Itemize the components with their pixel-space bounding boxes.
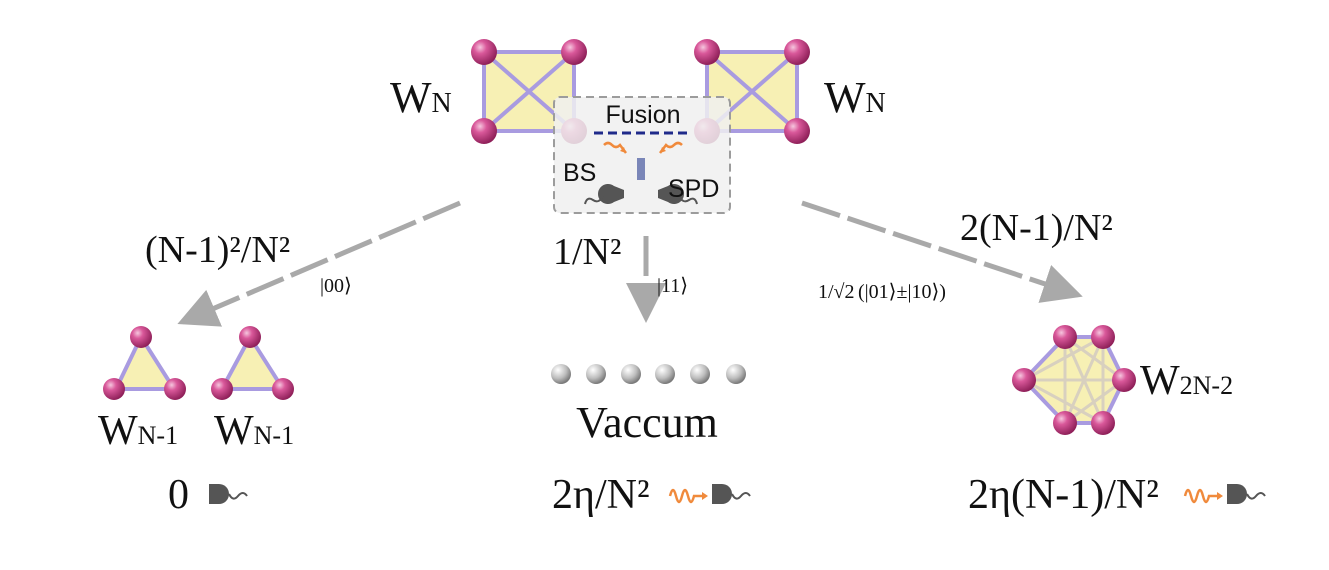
photon-wave-icon <box>668 488 708 504</box>
left-state-2-label: WN-1 <box>214 408 294 454</box>
photon-arrowhead <box>660 147 666 153</box>
right-branch-arrow <box>801 200 1083 303</box>
photon-arrowhead <box>620 147 626 153</box>
middle-detection: 2η/N² <box>552 472 650 518</box>
qubit-node <box>1053 411 1077 435</box>
qubit-node <box>784 39 810 65</box>
left-state-1-label: WN-1 <box>98 408 178 454</box>
left-triangle-1 <box>103 326 186 400</box>
detector-icon <box>584 184 624 205</box>
qubit-node <box>561 39 587 65</box>
detector-icon <box>658 184 698 205</box>
triangle-fill <box>112 332 178 391</box>
vacuum-mode <box>726 364 746 384</box>
vacuum-mode <box>690 364 710 384</box>
right-ket: (|01⟩±|10⟩) <box>858 281 946 303</box>
qubit-node <box>1053 325 1077 349</box>
left-probability: (N-1)²/N² <box>145 229 290 271</box>
triangle-fill <box>218 333 287 391</box>
right-detection: 2η(N-1)/N² <box>968 472 1159 518</box>
qubit-node <box>1091 325 1115 349</box>
photon-wave-icon <box>659 141 683 154</box>
beam-splitter-icon <box>637 158 645 180</box>
left-wn-label: WN <box>390 73 452 122</box>
qubit-node <box>694 39 720 65</box>
detector-icon <box>1227 484 1266 504</box>
qubit-node <box>471 118 497 144</box>
left-wn-cluster <box>471 39 587 144</box>
right-wn-label: WN <box>824 73 886 122</box>
vacuum-mode <box>655 364 675 384</box>
left-branch-arrow <box>177 200 461 327</box>
right-hexagon-cluster <box>1012 325 1136 435</box>
qubit-node <box>1012 368 1036 392</box>
photon-wave-icon <box>603 141 627 154</box>
vacuum-modes <box>551 364 746 384</box>
qubit-node <box>1091 411 1115 435</box>
vacuum-mode <box>551 364 571 384</box>
middle-probability: 1/N² <box>553 231 621 273</box>
spd-label: SPD <box>668 175 719 203</box>
right-state-label: W2N-2 <box>1140 358 1233 404</box>
qubit-node <box>1112 368 1136 392</box>
left-ket: |00⟩ <box>320 275 352 297</box>
qubit-node <box>211 378 233 400</box>
qubit-node <box>784 118 810 144</box>
bs-label: BS <box>563 159 596 187</box>
vacuum-label: Vaccum <box>576 398 718 447</box>
detector-icon <box>209 484 248 504</box>
qubit-node <box>471 39 497 65</box>
vacuum-mode <box>586 364 606 384</box>
qubit-node <box>130 326 152 348</box>
fusion-title: Fusion <box>605 101 680 129</box>
fusion-box-frame <box>553 96 731 214</box>
left-detection: 0 <box>168 472 189 518</box>
right-ket-prefix: 1/√2 <box>818 281 855 303</box>
right-probability: 2(N-1)/N² <box>960 207 1113 249</box>
left-triangle-2 <box>211 326 294 400</box>
middle-ket: |11⟩ <box>657 275 688 297</box>
qubit-node <box>239 326 261 348</box>
detector-icon <box>712 484 751 504</box>
photon-wave-icon <box>1183 488 1223 504</box>
qubit-node <box>103 378 125 400</box>
qubit-node <box>272 378 294 400</box>
fusion-box: Fusion BS SPD <box>553 96 731 214</box>
cluster-edge <box>482 50 576 133</box>
hexagon-internal-edges <box>1023 335 1125 425</box>
vacuum-mode <box>621 364 641 384</box>
qubit-node <box>164 378 186 400</box>
